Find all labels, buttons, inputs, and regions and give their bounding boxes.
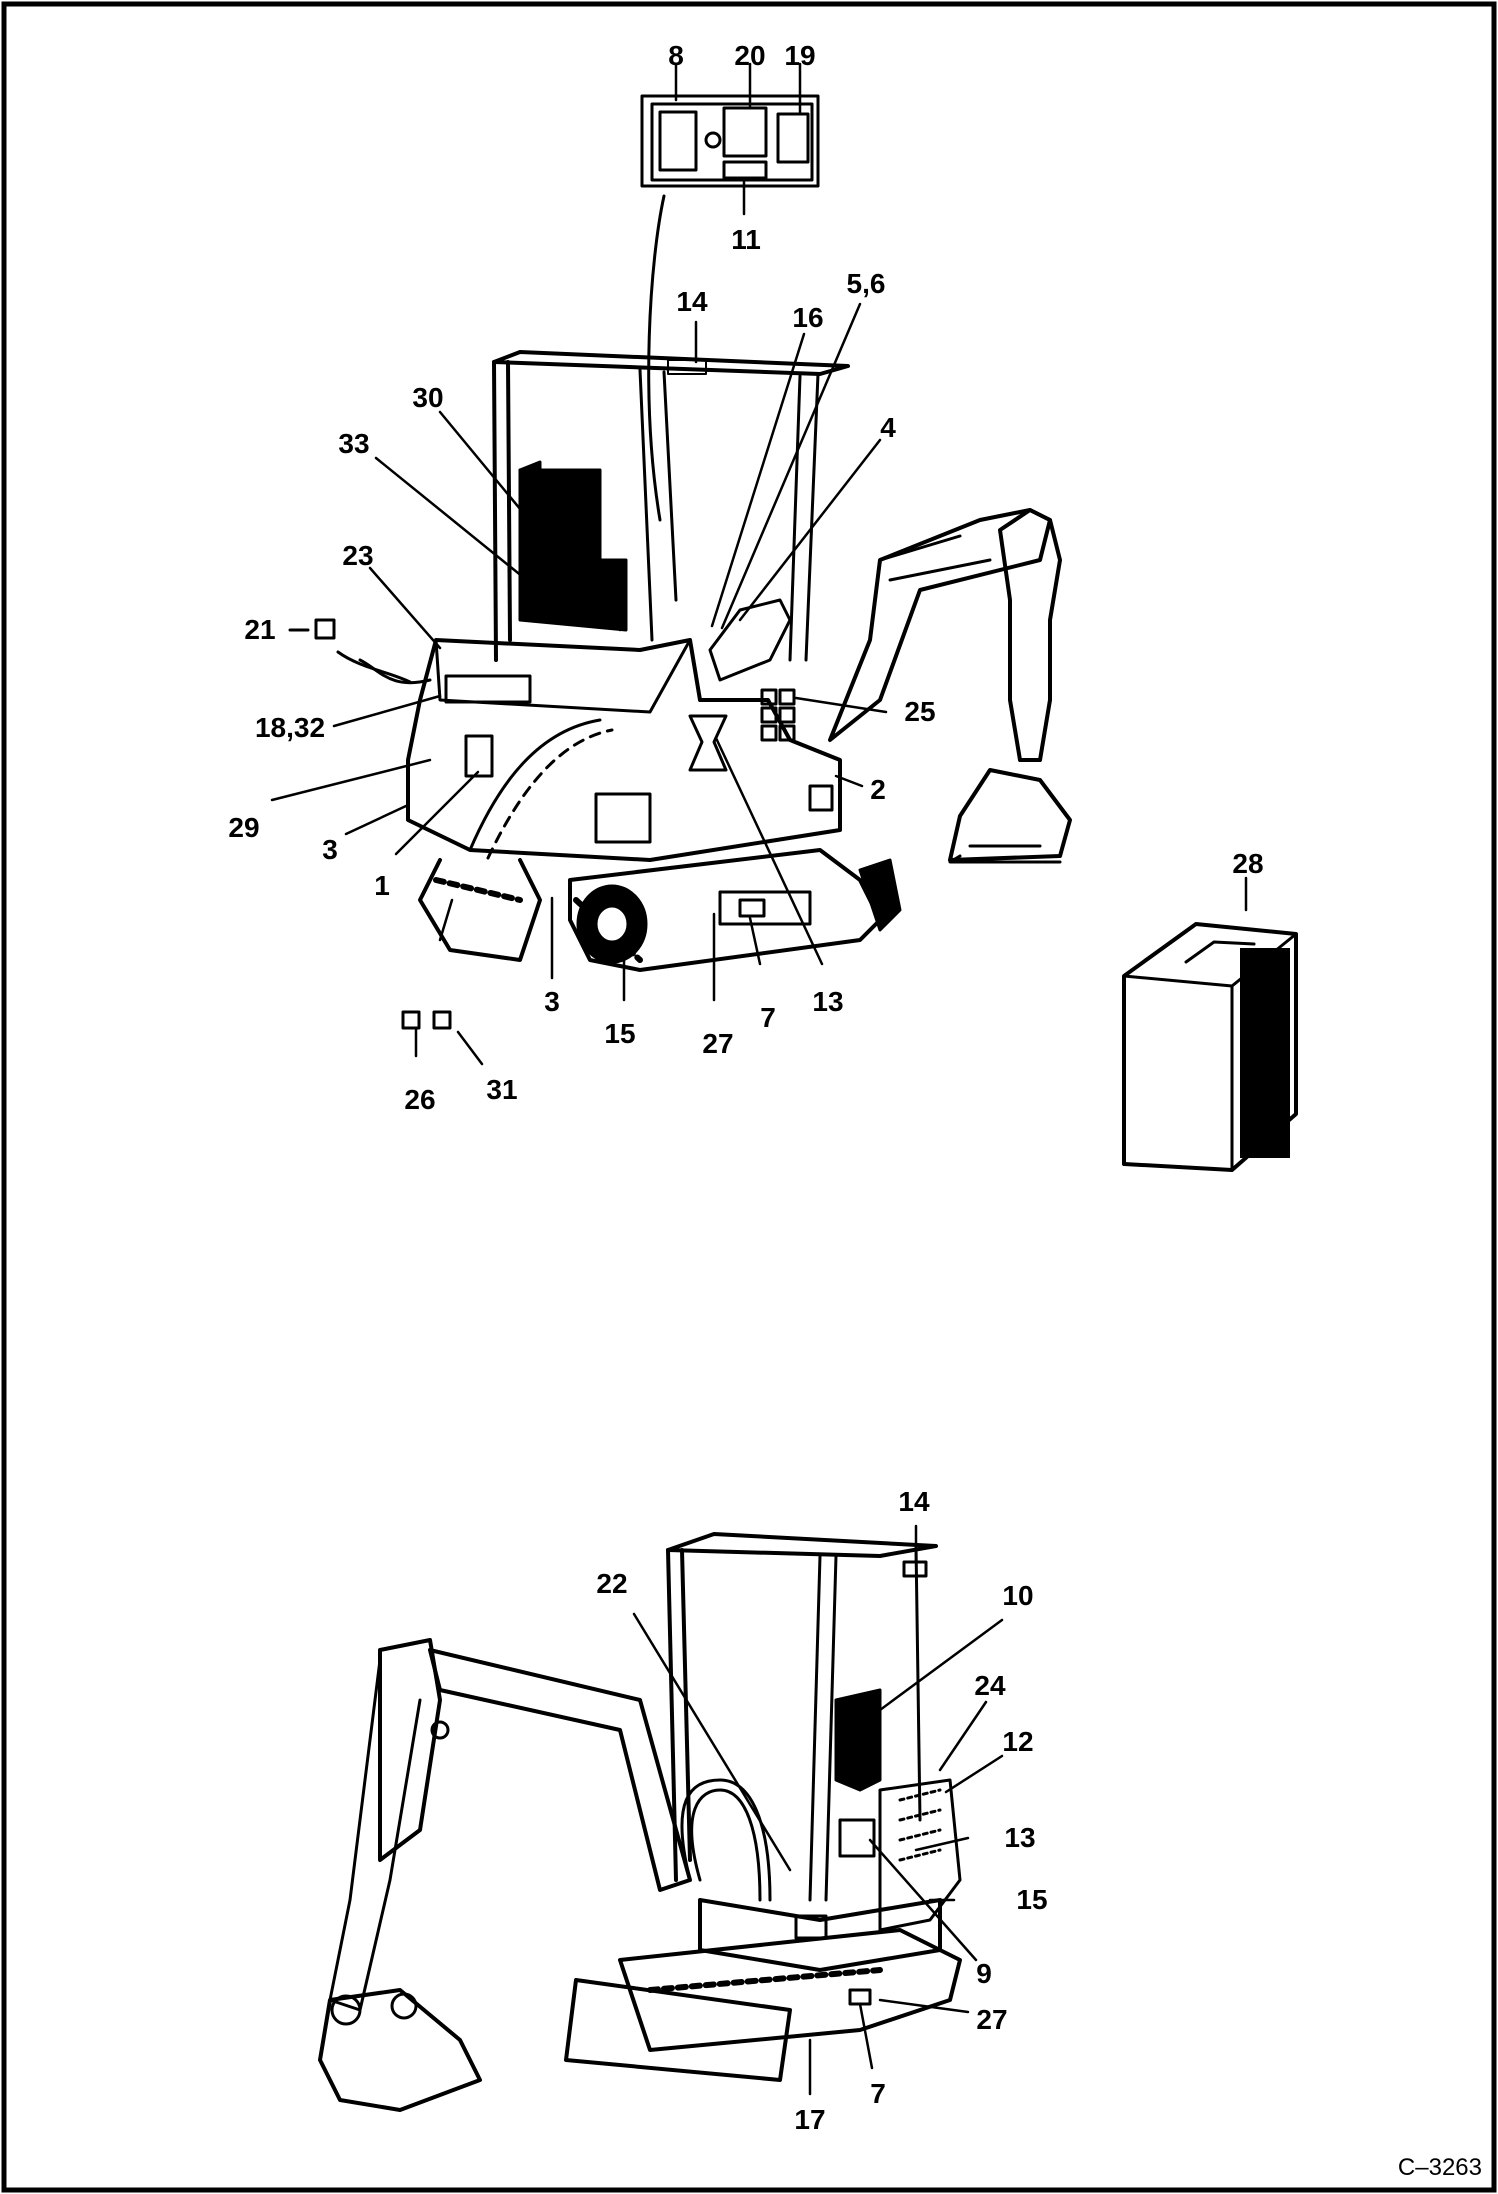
callout-10: 10 [1002, 1580, 1034, 1611]
decal-26-marker [401, 1010, 421, 1030]
callout-15-lower: 15 [1016, 1884, 1048, 1915]
callout-2: 2 [870, 774, 886, 805]
callout-28: 28 [1232, 848, 1264, 879]
callout-13-lower: 13 [1004, 1822, 1036, 1853]
callout-30: 30 [412, 382, 444, 413]
callout-33: 33 [338, 428, 370, 459]
callout-18-32: 18,32 [254, 712, 326, 743]
callout-25: 25 [904, 696, 936, 727]
decal-package-box [1122, 922, 1298, 1172]
callout-11: 11 [731, 224, 761, 255]
callout-29: 29 [228, 812, 260, 843]
callout-19: 19 [784, 40, 816, 71]
callout-12: 12 [1002, 1726, 1034, 1757]
callout-21: 21 [244, 614, 276, 645]
callout-5-6: 5,6 [846, 268, 886, 299]
callout-7-lower: 7 [870, 2078, 886, 2109]
decal-31-marker [432, 1010, 452, 1030]
callout-22: 22 [596, 1568, 628, 1599]
callout-27-lower: 27 [976, 2004, 1008, 2035]
callout-7-upper: 7 [760, 1002, 776, 1033]
callout-23: 23 [342, 540, 374, 571]
callout-14-lower: 14 [898, 1486, 930, 1517]
callout-17: 17 [794, 2104, 826, 2135]
callout-4: 4 [880, 412, 896, 443]
callout-26: 26 [404, 1084, 436, 1115]
callout-13-upper: 13 [812, 986, 844, 1017]
callout-9: 9 [976, 1958, 992, 1989]
callout-14-upper: 14 [676, 286, 708, 317]
excavator-rear-view [358, 350, 1072, 972]
callout-15-upper: 15 [604, 1018, 636, 1049]
callout-16: 16 [792, 302, 824, 333]
figure-number: C–3263 [1397, 2154, 1482, 2181]
instrument-panel-inset [640, 94, 820, 522]
callout-3-middle: 3 [544, 986, 560, 1017]
callout-20: 20 [734, 40, 766, 71]
callout-3-left: 3 [322, 834, 338, 865]
callout-31: 31 [486, 1074, 518, 1105]
callout-27-upper: 27 [702, 1028, 734, 1059]
callout-8: 8 [668, 40, 684, 71]
leader-lines [270, 62, 1248, 2096]
decal-21-marker [314, 618, 336, 640]
callout-1: 1 [374, 870, 390, 901]
callout-24: 24 [974, 1670, 1006, 1701]
